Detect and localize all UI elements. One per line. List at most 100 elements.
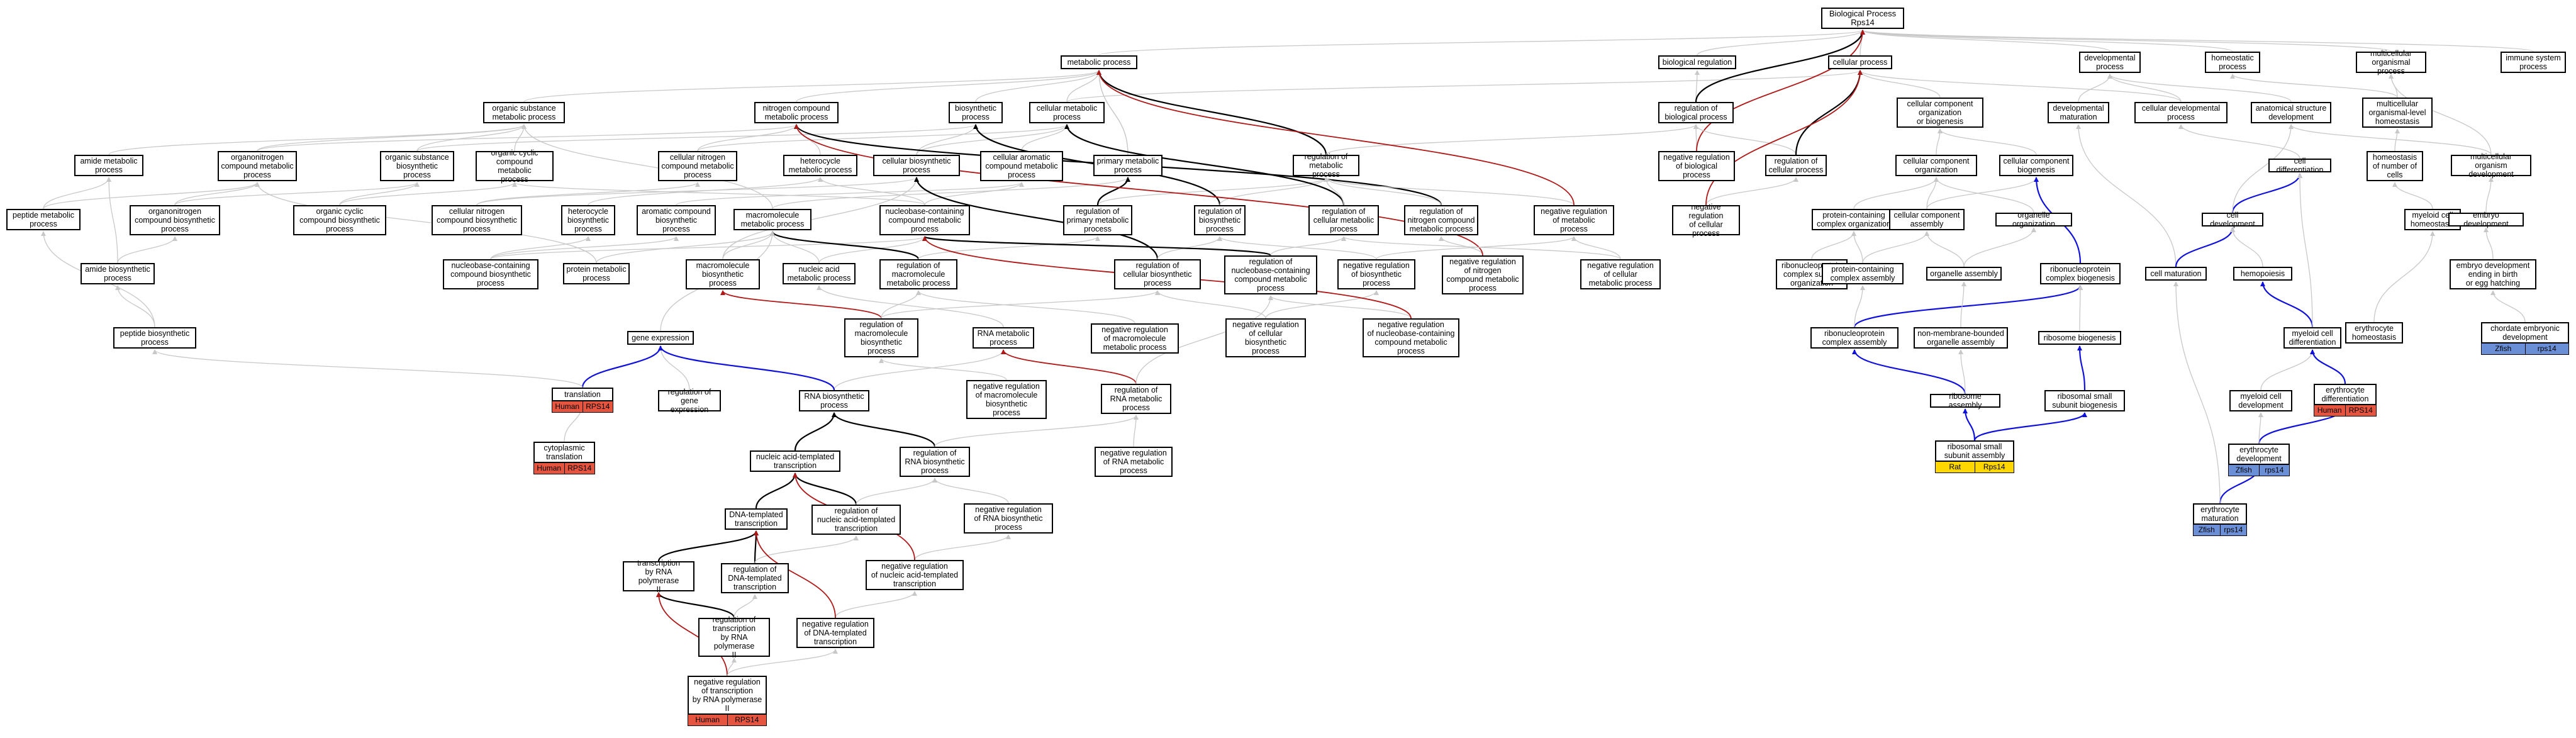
go-term-ccorg2[interactable]: cellular component organization <box>1895 155 1977 176</box>
go-term-riboasm[interactable]: ribosome assembly <box>1930 392 2000 410</box>
go-term-protcomplexasm[interactable]: protein-containing complex assembly <box>1822 263 1904 284</box>
go-term-negregbiosyn[interactable]: negative regulation of biosynthetic proc… <box>1337 259 1415 289</box>
go-term-homeostatic[interactable]: homeostatic process <box>2205 52 2260 73</box>
go-term-orgsubbio[interactable]: organic substance biosynthetic process <box>380 151 454 181</box>
go-term-negregnucacid[interactable]: negative regulation of nucleic acid-temp… <box>866 560 964 590</box>
go-term-orgcycbio[interactable]: organic cyclic compound biosynthetic pro… <box>293 205 386 235</box>
go-term-cellmet[interactable]: cellular metabolic process <box>1029 102 1105 123</box>
go-term-celldev[interactable]: cell development <box>2202 211 2263 228</box>
go-term-protcomplex[interactable]: protein-containing complex organization <box>1812 209 1896 230</box>
go-term-negregrnabio[interactable]: negative regulation of RNA biosynthetic … <box>964 503 1053 534</box>
go-term-multidev[interactable]: multicellular organism development <box>2451 152 2531 179</box>
go-term-devmat[interactable]: developmental maturation <box>2048 102 2109 123</box>
go-term-myeloiddiff[interactable]: myeloid cell differentiation <box>2283 327 2341 349</box>
go-term-primary[interactable]: primary metabolic process <box>1093 155 1163 176</box>
go-term-cellnitro[interactable]: cellular nitrogen compound metabolic pro… <box>658 151 737 181</box>
go-term-regnucleo[interactable]: regulation of nucleobase-containing comp… <box>1224 255 1317 294</box>
go-term-amidebio[interactable]: amide biosynthetic process <box>81 263 155 284</box>
go-term-cellarom[interactable]: cellular aromatic compound metabolic pro… <box>980 151 1063 181</box>
go-term-heterobio[interactable]: heterocycle biosynthetic process <box>561 205 615 235</box>
go-term-cellmat[interactable]: cell maturation <box>2145 267 2207 281</box>
go-term-negregrnamet[interactable]: negative regulation of RNA metabolic pro… <box>1095 447 1173 477</box>
go-term-ribobiogen[interactable]: ribosome biogenesis <box>2038 331 2121 345</box>
go-term-ccassembly[interactable]: cellular component assembly <box>1889 209 1965 230</box>
go-term-nonmembrane[interactable]: non-membrane-bounded organelle assembly <box>1914 327 2008 349</box>
go-term-regtranspol2[interactable]: regulation of transcription by RNA polym… <box>698 615 770 659</box>
go-term-cytotrans[interactable]: cytoplasmic translation <box>533 442 595 463</box>
go-term-negregnitro[interactable]: negative regulation of nitrogen compound… <box>1442 255 1524 294</box>
go-term-regmacro[interactable]: regulation of macromolecule metabolic pr… <box>879 259 957 289</box>
go-term-negregmacrobio[interactable]: negative regulation of macromolecule bio… <box>966 380 1047 419</box>
go-term-nucbiosyn[interactable]: nucleobase-containing compound biosynthe… <box>443 259 538 289</box>
go-term-erydiff[interactable]: erythrocyte differentiation <box>2314 384 2377 405</box>
go-term-negregdnatrans[interactable]: negative regulation of DNA-templated tra… <box>796 618 874 648</box>
go-term-erydev[interactable]: erythrocyte development <box>2228 444 2290 465</box>
go-term-embryodev[interactable]: embryo development <box>2448 211 2524 228</box>
go-term-eryhomeo[interactable]: erythrocyte homeostasis <box>2345 322 2403 344</box>
go-term-immune[interactable]: immune system process <box>2501 52 2566 73</box>
go-term-hemopoiesis[interactable]: hemopoiesis <box>2233 267 2292 281</box>
go-term-negregbio[interactable]: negative regulation of biological proces… <box>1658 151 1735 181</box>
go-term-nucleobase[interactable]: nucleobase-containing compound metabolic… <box>879 205 970 235</box>
go-term-ribonucbiogen[interactable]: ribonucleoprotein complex biogenesis <box>2040 263 2121 284</box>
go-term-bioreg[interactable]: biological regulation <box>1658 55 1736 69</box>
go-term-multiorg[interactable]: multicellular organismal process <box>2356 49 2426 75</box>
go-term-regcellbio[interactable]: regulation of cellular biosynthetic proc… <box>1114 259 1201 289</box>
go-term-rnabiosyn[interactable]: RNA biosynthetic process <box>799 390 869 411</box>
go-term-nucacid[interactable]: nucleic acid metabolic process <box>783 263 856 284</box>
go-term-regnitro[interactable]: regulation of nitrogen compound metaboli… <box>1404 205 1478 235</box>
go-term-macrobio[interactable]: macromolecule biosynthetic process <box>686 259 760 289</box>
go-term-macromol[interactable]: macromolecule metabolic process <box>733 209 811 230</box>
go-term-regmacrobio[interactable]: regulation of macromolecule biosynthetic… <box>844 318 918 357</box>
go-term-cellproc[interactable]: cellular process <box>1828 55 1892 69</box>
go-term-negregtranspol2[interactable]: negative regulation of transcription by … <box>688 676 767 715</box>
go-term-regmet[interactable]: regulation of metabolic process <box>1293 152 1359 179</box>
go-term-regrnabio[interactable]: regulation of RNA biosynthetic process <box>900 447 970 477</box>
go-term-negregcellmet[interactable]: negative regulation of cellular metaboli… <box>1580 259 1661 289</box>
go-term-translation[interactable]: translation <box>552 388 613 401</box>
go-term-orgcyclic[interactable]: organic cyclic compound metabolic proces… <box>476 148 554 184</box>
go-term-nitrogen[interactable]: nitrogen compound metabolic process <box>754 102 839 123</box>
go-term-ribonucasm[interactable]: ribonucleoprotein complex assembly <box>1810 327 1899 349</box>
go-term-devproc[interactable]: developmental process <box>2079 52 2141 73</box>
go-term-peptidebio[interactable]: peptide biosynthetic process <box>113 327 196 349</box>
go-term-orgsubst[interactable]: organic substance metabolic process <box>483 102 565 123</box>
go-term-ccorg[interactable]: cellular component organization or bioge… <box>1897 98 1983 128</box>
go-term-regbiosyn[interactable]: regulation of biosynthetic process <box>1194 205 1246 235</box>
go-term-celldiff[interactable]: cell differentiation <box>2268 157 2331 174</box>
go-term-transpol2[interactable]: transcription by RNA polymerase II <box>623 559 694 594</box>
go-term-regcell[interactable]: regulation of cellular process <box>1765 155 1827 176</box>
go-term-cellbiosyn[interactable]: cellular biosynthetic process <box>873 155 960 176</box>
go-term-embryobirth[interactable]: embryo development ending in birth or eg… <box>2450 259 2536 289</box>
go-term-celldevproc[interactable]: cellular developmental process <box>2134 102 2228 123</box>
go-term-erymat[interactable]: erythrocyte maturation <box>2193 503 2247 525</box>
go-term-anatdev[interactable]: anatomical structure development <box>2251 102 2331 123</box>
go-term-negregcellbio[interactable]: negative regulation of cellular biosynth… <box>1225 318 1306 357</box>
go-term-peptide[interactable]: peptide metabolic process <box>6 209 81 230</box>
go-term-negregmet[interactable]: negative regulation of metabolic process <box>1534 205 1614 235</box>
go-term-reggeneexpr[interactable]: regulation of gene expression <box>658 388 721 414</box>
go-term-organelle[interactable]: organelle organization <box>1995 211 2072 228</box>
go-term-root[interactable]: Biological Process Rps14 <box>1821 8 1904 29</box>
go-term-negregnucleo[interactable]: negative regulation of nucleobase-contai… <box>1363 318 1459 357</box>
go-term-negregmacro[interactable]: negative regulation of macromolecule met… <box>1091 323 1179 354</box>
go-term-rnamet[interactable]: RNA metabolic process <box>973 327 1034 349</box>
go-term-ribosmallbio[interactable]: ribosomal small subunit biogenesis <box>2044 390 2125 411</box>
go-term-regnucacidtrans[interactable]: regulation of nucleic acid-templated tra… <box>811 505 901 535</box>
go-term-cellnitrobio[interactable]: cellular nitrogen compound biosynthetic … <box>432 205 522 235</box>
go-term-orgnitrobio[interactable]: organonitrogen compound biosynthetic pro… <box>130 205 220 235</box>
go-term-regcellmet[interactable]: regulation of cellular metabolic process <box>1308 205 1379 235</box>
go-term-arombio[interactable]: aromatic compound biosynthetic process <box>637 205 716 235</box>
go-term-regdnatrans[interactable]: regulation of DNA-templated transcriptio… <box>721 563 789 593</box>
go-term-metabolic[interactable]: metabolic process <box>1061 55 1137 69</box>
go-term-chordate[interactable]: chordate embryonic development <box>2481 322 2569 344</box>
go-term-organelleasm[interactable]: organelle assembly <box>1926 267 2002 281</box>
go-term-nucacidtrans[interactable]: nucleic acid-templated transcription <box>750 450 840 472</box>
